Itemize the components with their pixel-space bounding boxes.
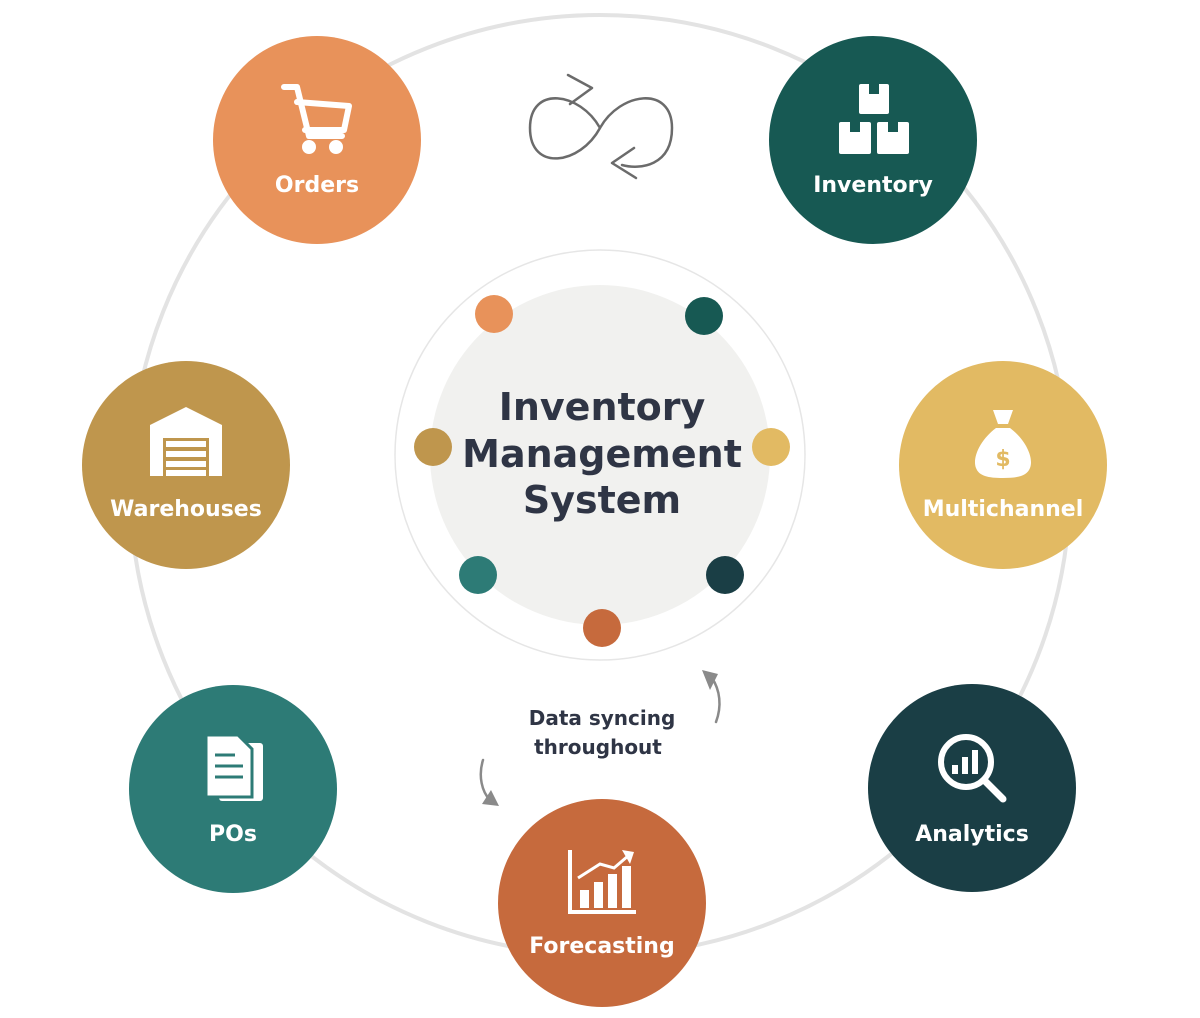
center-title-line2: Management xyxy=(462,432,742,476)
node-multichannel: $ Multichannel xyxy=(899,361,1107,569)
node-warehouses: Warehouses xyxy=(82,361,290,569)
shopping-cart-icon xyxy=(281,84,352,154)
node-analytics-label: Analytics xyxy=(915,822,1029,847)
center-disc xyxy=(430,285,770,625)
svg-text:$: $ xyxy=(995,447,1010,472)
curved-arrow-down-icon xyxy=(479,758,499,806)
caption-line1: Data syncing xyxy=(529,706,676,730)
node-multichannel-label: Multichannel xyxy=(923,497,1084,522)
node-inventory: Inventory xyxy=(769,36,977,244)
node-orders-label: Orders xyxy=(275,173,359,198)
boxes-icon xyxy=(839,84,909,154)
curved-arrow-up-icon xyxy=(702,670,721,724)
center-title-line3: System xyxy=(523,478,681,522)
sync-loop-icon xyxy=(528,73,674,180)
node-inventory-label: Inventory xyxy=(813,173,933,198)
center-outline xyxy=(394,249,806,661)
caption-line2: throughout xyxy=(534,735,662,759)
node-forecasting: Forecasting xyxy=(498,799,706,1007)
node-inventory-circle xyxy=(769,36,977,244)
center-dot-teal xyxy=(459,556,497,594)
center-dot-rust xyxy=(583,609,621,647)
node-forecasting-label: Forecasting xyxy=(529,934,674,959)
node-warehouses-label: Warehouses xyxy=(110,497,262,522)
center-dot-gold xyxy=(414,428,452,466)
magnifier-chart-icon xyxy=(938,734,1007,803)
warehouse-icon xyxy=(150,407,222,476)
node-pos: POs xyxy=(129,685,337,893)
growth-chart-icon xyxy=(568,850,636,914)
center-dot-yellow xyxy=(752,428,790,466)
center-title-line1: Inventory xyxy=(499,385,706,429)
money-bag-icon: $ xyxy=(974,410,1032,478)
center-dot-navy xyxy=(706,556,744,594)
center-dot-darkgreen xyxy=(685,297,723,335)
documents-icon xyxy=(204,733,263,801)
center-dot-orange xyxy=(475,295,513,333)
node-pos-label: POs xyxy=(209,822,257,847)
node-analytics: Analytics xyxy=(868,684,1076,892)
node-orders: Orders xyxy=(213,36,421,244)
node-orders-circle xyxy=(213,36,421,244)
